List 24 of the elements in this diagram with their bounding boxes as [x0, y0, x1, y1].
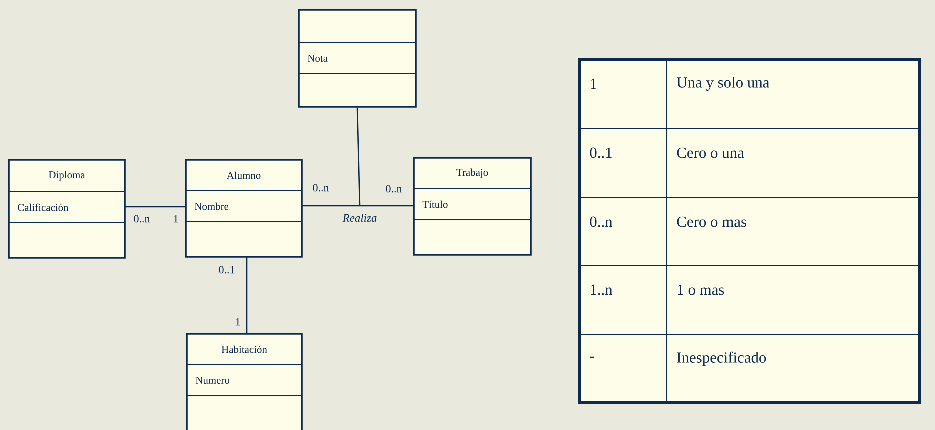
multiplicity-label: 0..n	[313, 184, 330, 192]
table-cell: 1 o mas	[678, 284, 724, 296]
multiplicity-label: 0..n	[134, 215, 150, 223]
table-cell: Inespecificado	[677, 352, 766, 366]
association-line	[356, 108, 361, 206]
table-cell: -	[590, 356, 594, 358]
association-line	[125, 206, 186, 208]
table-cell: Una y solo una	[676, 76, 770, 92]
table-cell: 0..n	[590, 216, 613, 228]
multiplicity-label: 1	[174, 215, 178, 223]
table-cell: 0..1	[590, 148, 612, 158]
association-line	[302, 205, 414, 207]
table-cell: 1	[591, 78, 596, 90]
table-cell: Cero o mas	[677, 216, 746, 228]
table-cell: 1..n	[591, 284, 613, 296]
class-box: Nota	[298, 9, 417, 108]
multiplicity-label: 1	[236, 318, 240, 326]
class-box: Alumno Nombre	[185, 159, 303, 258]
class-box: Habitación Numero	[186, 333, 303, 430]
class-box: Trabajo Título	[413, 157, 532, 256]
table-cell: Cero o una	[677, 148, 744, 158]
class-box: Diploma Calificación	[8, 159, 126, 259]
multiplicity-label: 0..n	[386, 185, 402, 193]
association-line	[246, 257, 248, 334]
